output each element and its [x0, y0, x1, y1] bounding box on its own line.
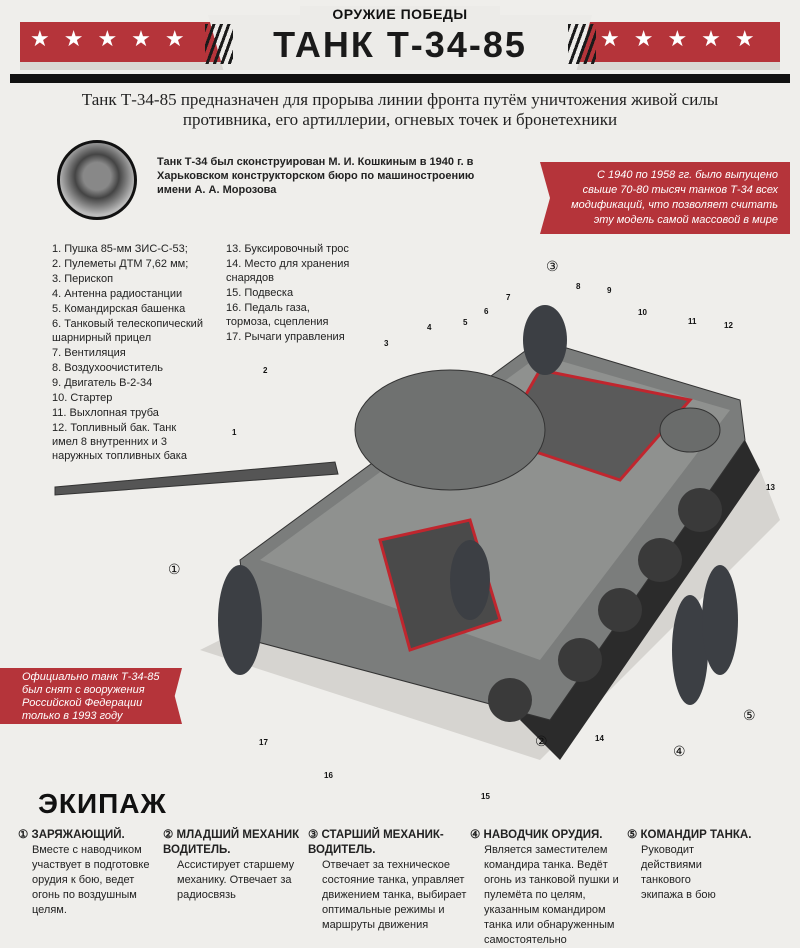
callout-3: 3: [384, 339, 389, 348]
decor-slash-left: [205, 24, 233, 64]
parts-list-2: 13. Буксировочный трос 14. Место для хра…: [226, 242, 356, 345]
designer-bio: Танк Т-34 был сконструирован М. И. Кошки…: [157, 156, 475, 196]
crew-desc: Является заместителем командира танка. В…: [484, 844, 619, 946]
crew-marker-4: ④: [673, 743, 686, 759]
crew-role: НАВОДЧИК ОРУДИЯ.: [483, 829, 603, 841]
road-wheels: [488, 488, 722, 722]
part-item: 16. Педаль газа, тормоза, сцепления: [226, 302, 329, 328]
callout-8: 8: [576, 282, 581, 291]
part-item: 14. Место для хранения снарядов: [226, 258, 350, 284]
crew-role: СТАРШИЙ МЕХАНИК-ВОДИТЕЛЬ.: [308, 829, 444, 856]
part-item: 1. Пушка 85-мм ЗИС-С-53;: [52, 243, 188, 255]
title-box: [208, 15, 592, 70]
production-ribbon: С 1940 по 1958 гг. было выпущено свыше 7…: [540, 162, 790, 234]
crew-role: КОМАНДИР ТАНКА.: [640, 829, 752, 841]
part-item: 8. Воздухоочиститель: [52, 362, 164, 374]
crew-desc: Ассистирует старшему механику. Отвечает …: [177, 859, 295, 901]
crew-member-5: ⑤ КОМАНДИР ТАНКА. Руководит действиями т…: [627, 828, 767, 903]
part-item: 7. Вентиляция: [52, 347, 126, 359]
crew-member-4: ④ НАВОДЧИК ОРУДИЯ. Является заместителем…: [470, 828, 620, 948]
part-item: 12. Топливный бак. Танк имел 8 внутренни…: [52, 422, 187, 462]
callout-9: 9: [607, 286, 612, 295]
callout-2: 2: [263, 366, 268, 375]
part-item: 6. Танковый телескопический шарнирный пр…: [52, 318, 203, 344]
callout-16: 16: [324, 771, 333, 780]
callout-17: 17: [259, 738, 268, 747]
part-item: 3. Перископ: [52, 273, 114, 285]
crew-marker-2: ②: [535, 733, 548, 749]
callout-1: 1: [232, 428, 237, 437]
koshkin-portrait: [57, 140, 137, 220]
part-item: 2. Пулеметы ДТМ 7,62 мм;: [52, 258, 189, 270]
crew-figures: [218, 305, 738, 705]
callout-10: 10: [638, 308, 647, 317]
callout-5: 5: [463, 318, 468, 327]
part-item: 13. Буксировочный трос: [226, 243, 349, 255]
crew-marker-5: ⑤: [743, 707, 756, 723]
callout-13: 13: [766, 483, 775, 492]
crew-marker-3: ③: [546, 258, 559, 274]
callout-4: 4: [427, 323, 432, 332]
tank-shadow: [200, 470, 780, 760]
crew-marker-1: ①: [168, 561, 181, 577]
stars-left: ★★★★★: [30, 26, 199, 51]
crew-member-2: ② МЛАДШИЙ МЕХАНИК ВОДИТЕЛЬ. Ассистирует …: [163, 828, 303, 903]
decor-slash-right: [568, 24, 596, 64]
page-title: ТАНК Т-34-85: [273, 24, 527, 65]
callout-7: 7: [506, 293, 511, 302]
callout-14: 14: [595, 734, 604, 743]
divider: [10, 74, 790, 83]
crew-num: ②: [163, 829, 174, 841]
part-item: 5. Командирская башенка: [52, 303, 186, 315]
crew-title: ЭКИПАЖ: [38, 788, 167, 819]
callout-15: 15: [481, 792, 490, 801]
fuel-tank-ext: [659, 407, 721, 453]
part-item: 11. Выхлопная труба: [52, 407, 159, 419]
part-item: 17. Рычаги управления: [226, 331, 345, 343]
part-item: 4. Антенна радиостанции: [52, 288, 183, 300]
part-item: 10. Стартер: [52, 392, 113, 404]
crew-num: ⑤: [627, 829, 638, 841]
crew-role: МЛАДШИЙ МЕХАНИК ВОДИТЕЛЬ.: [163, 829, 300, 856]
crew-role: ЗАРЯЖАЮЩИЙ.: [31, 829, 125, 841]
crew-member-1: ① ЗАРЯЖАЮЩИЙ. Вместе с наводчиком участв…: [18, 828, 158, 918]
part-item: 15. Подвеска: [226, 287, 294, 299]
crew-member-3: ③ СТАРШИЙ МЕХАНИК-ВОДИТЕЛЬ. Отвечает за …: [308, 828, 468, 933]
crew-num: ④: [470, 829, 481, 841]
gun-barrel: [54, 461, 339, 496]
turret: [354, 369, 546, 491]
header-kicker: ОРУЖИЕ ПОБЕДЫ: [300, 6, 500, 22]
decommission-ribbon: Официально танк Т-34-85 был снят с воору…: [0, 668, 182, 724]
part-item: 9. Двигатель В-2-34: [52, 377, 153, 389]
crew-desc: Отвечает за техническое состояние танка,…: [322, 859, 467, 931]
crew-desc: Руководит действиями танкового экипажа в…: [641, 844, 716, 901]
crew-num: ①: [18, 829, 29, 841]
crew-num: ③: [308, 829, 319, 841]
callout-12: 12: [724, 321, 733, 330]
callout-6: 6: [484, 307, 489, 316]
callout-11: 11: [688, 317, 697, 326]
crew-desc: Вместе с наводчиком участвует в подготов…: [32, 844, 150, 916]
parts-list-1: 1. Пушка 85-мм ЗИС-С-53; 2. Пулеметы ДТМ…: [52, 242, 222, 464]
stars-right: ★★★★★: [600, 26, 769, 51]
subtitle: Танк Т-34-85 предназначен для прорыва ли…: [81, 90, 719, 129]
